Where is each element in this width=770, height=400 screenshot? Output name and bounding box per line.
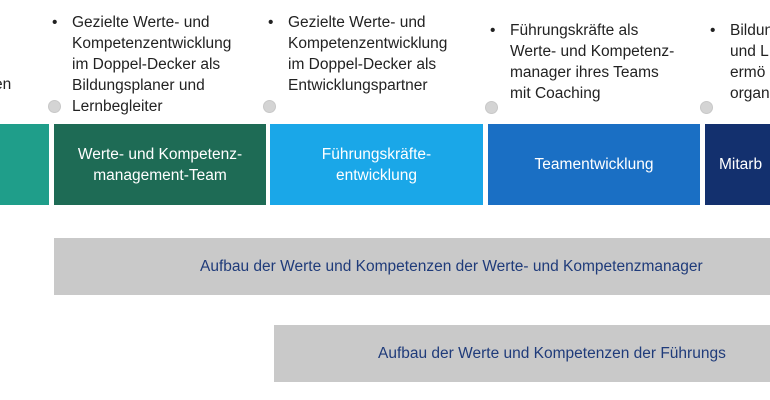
bullet-icon: • [710, 22, 716, 39]
bullet-icon: • [268, 14, 274, 31]
stage-box-teamentwicklung: Teamentwicklung [488, 124, 700, 205]
stage-box-kompetenzmanagement-team: Werte- und Kompetenz- management-Team [54, 124, 266, 205]
development-bar-kompetenzmanager: Aufbau der Werte und Kompetenzen der Wer… [54, 238, 770, 295]
left-fragment-text: en [0, 76, 12, 93]
timeline-dot [485, 101, 498, 114]
first-stage-box [0, 124, 49, 205]
timeline-dot [700, 101, 713, 114]
stage-box-fuehrungskraefteentwicklung: Führungskräfte- entwicklung [270, 124, 483, 205]
timeline-dot [263, 100, 276, 113]
timeline-dot [48, 100, 61, 113]
stage-box-mitarbeiter: Mitarb [705, 124, 770, 205]
bullet-icon: • [52, 14, 58, 31]
development-bar-fuehrungskraefte: Aufbau der Werte und Kompetenzen der Füh… [274, 325, 770, 382]
bullet-icon: • [490, 22, 496, 39]
